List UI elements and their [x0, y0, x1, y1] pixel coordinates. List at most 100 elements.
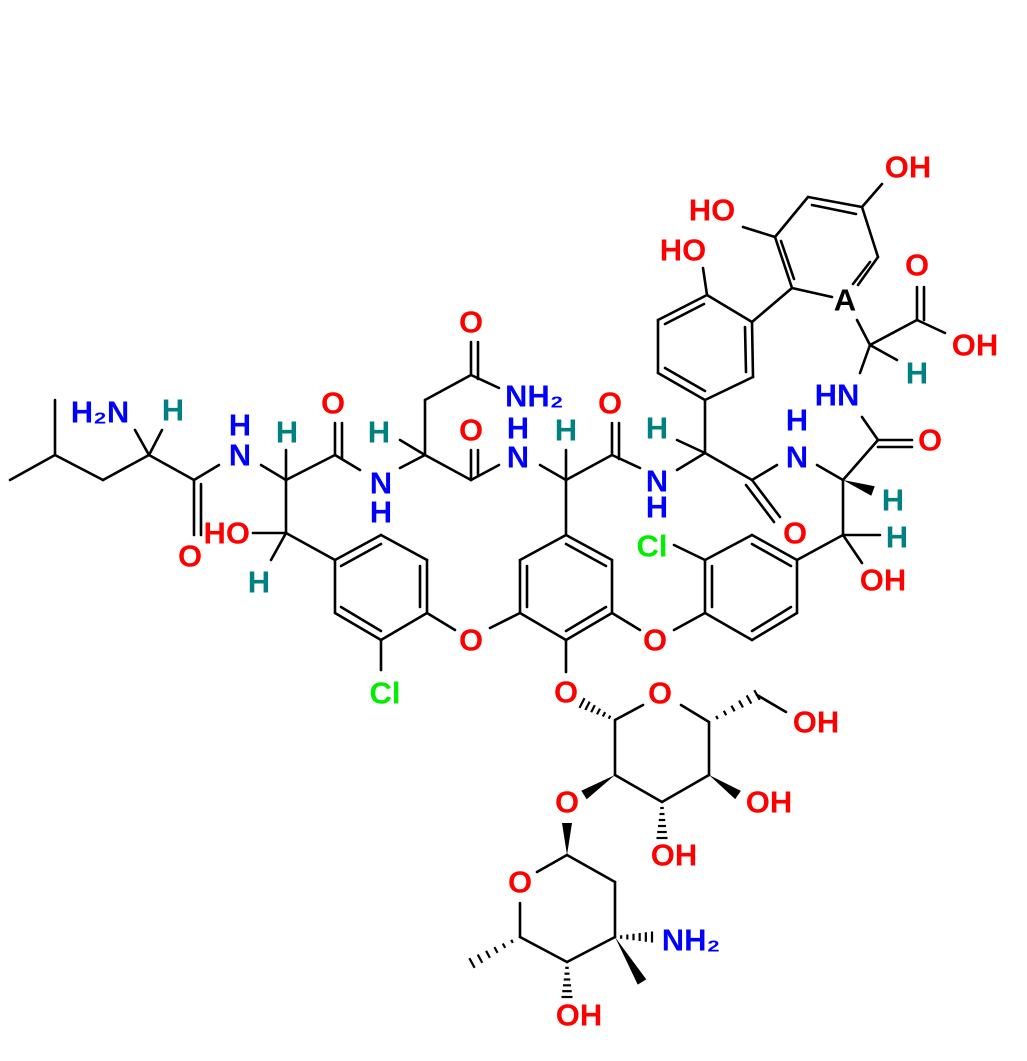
bond	[333, 453, 362, 472]
bond	[398, 438, 427, 457]
atom-label-oxygen: O	[321, 386, 345, 421]
bond	[333, 611, 383, 642]
atom-label-stereo_h: H	[276, 415, 298, 450]
atom-label-nitrogen: H	[370, 495, 392, 530]
atom-label-chlorine: Cl	[370, 676, 401, 711]
bond	[856, 255, 880, 287]
bond	[915, 318, 947, 335]
bond	[679, 703, 711, 724]
bond	[705, 293, 754, 324]
wedge-bond	[615, 937, 647, 985]
hash-mark	[578, 697, 586, 709]
bond	[518, 611, 568, 642]
bond	[284, 531, 337, 562]
bond	[564, 453, 614, 482]
hashed-bond	[656, 806, 668, 840]
atom-label-oxygen: OH	[885, 150, 932, 185]
bond	[538, 463, 568, 482]
hashed-bond	[715, 689, 761, 720]
atom-label-nitrogen: N	[229, 438, 251, 473]
atom-label-oxygen: HO	[689, 193, 736, 228]
bond	[755, 693, 788, 714]
hash-mark	[501, 942, 507, 949]
atom-label-chlorine: Cl	[637, 529, 668, 564]
atom-label-oxygen: O	[459, 305, 483, 340]
atom-label-nitrogen: H	[229, 408, 251, 443]
bond	[610, 611, 642, 632]
bond	[841, 533, 864, 565]
atom-label-stereo_h: H	[555, 413, 577, 448]
atom-label-nitrogen: H	[646, 490, 668, 525]
atom-label-oxygen: O	[918, 423, 942, 458]
bond	[565, 853, 617, 884]
bond	[750, 478, 782, 519]
bond	[53, 453, 105, 482]
atom-label-stereo_h: H	[162, 393, 184, 428]
bond	[425, 611, 457, 632]
atom-label-oxygen: OH	[746, 785, 793, 820]
bond	[259, 463, 288, 482]
atom-label-oxygen: OH	[651, 838, 698, 873]
bond	[675, 451, 707, 472]
hash-mark	[493, 946, 499, 954]
bond	[660, 773, 711, 804]
bond	[488, 611, 522, 630]
bond	[147, 453, 196, 482]
atom-label-nitrogen: N	[786, 440, 808, 475]
wedge-bond	[709, 775, 741, 800]
hash-mark	[715, 715, 719, 720]
hash-mark	[596, 708, 601, 715]
atom-label-stereo_h: H	[886, 520, 908, 555]
hashed-bond	[561, 966, 573, 999]
atom-label-oxygen: HO	[204, 516, 251, 551]
bond	[663, 366, 707, 393]
hash-mark	[745, 694, 753, 705]
atom-label-nitrogen: N	[507, 440, 529, 475]
bond	[744, 483, 776, 524]
bond	[790, 286, 834, 299]
atom-label-oxygen: OH	[556, 998, 603, 1033]
bond	[810, 203, 858, 216]
atom-label-oxygen: O	[555, 785, 579, 820]
bond	[469, 463, 501, 482]
hash-mark	[753, 689, 761, 701]
bond	[703, 611, 754, 642]
bond	[860, 205, 880, 259]
hashed-bond	[578, 697, 612, 720]
atom-label-nitrogen: N	[646, 464, 668, 499]
bond	[868, 318, 919, 347]
bond	[750, 605, 793, 633]
atom-label-nitrogen: N	[370, 466, 392, 501]
bond	[860, 415, 880, 442]
bond	[855, 318, 872, 347]
atom-label-stereo_h: H	[248, 565, 270, 600]
bond	[815, 463, 845, 482]
bond	[656, 293, 709, 322]
bond	[333, 533, 383, 562]
atom-label-stereo_h: H	[368, 415, 390, 450]
bond	[379, 611, 429, 642]
bond	[701, 266, 709, 297]
hash-mark	[607, 715, 612, 720]
atom-label-stereo_h: H	[646, 411, 668, 446]
bond	[750, 542, 793, 568]
bond	[868, 343, 899, 362]
atom-label-oxygen: O	[459, 623, 483, 658]
atom-label-oxygen: HO	[660, 233, 707, 268]
bond	[613, 703, 645, 722]
hash-mark	[722, 710, 728, 716]
atom-label-nitrogen: NH₂	[505, 379, 564, 414]
bond	[675, 438, 707, 455]
hash-mark	[510, 939, 514, 944]
atom-label-oxygen: O	[783, 516, 807, 551]
bond	[564, 542, 608, 568]
bond	[806, 195, 864, 209]
bond	[779, 239, 796, 281]
bond	[564, 605, 608, 633]
bond	[398, 453, 427, 470]
bond	[147, 428, 164, 457]
bond	[518, 533, 568, 562]
hashed-bond	[468, 939, 514, 969]
